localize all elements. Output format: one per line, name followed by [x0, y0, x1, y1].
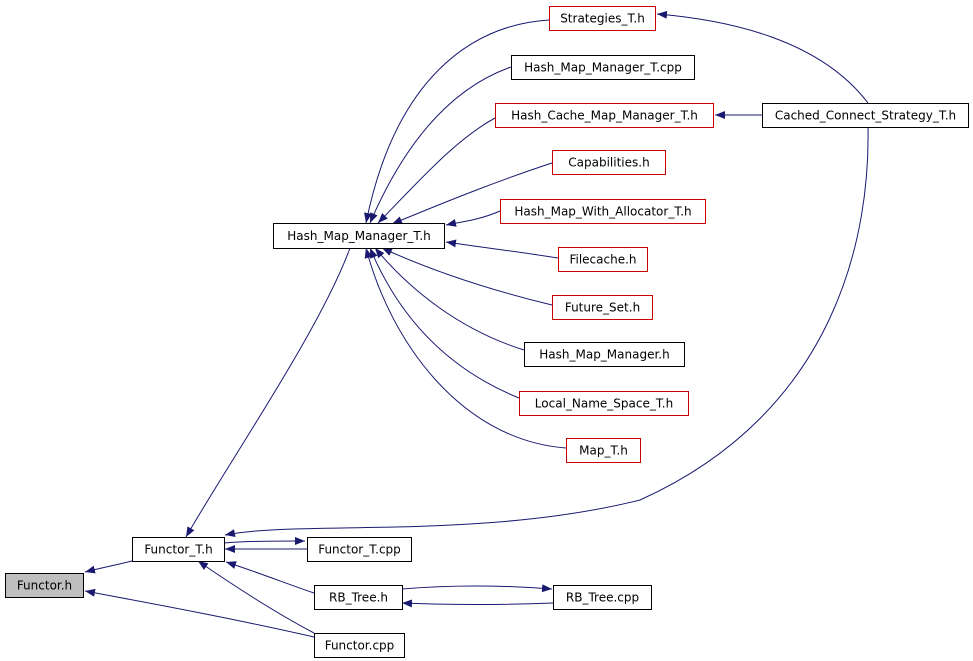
node-label: Future_Set.h [565, 301, 640, 315]
edge-rb_tree_cpp-to-rb_tree_h [401, 599, 554, 608]
node-box [307, 537, 412, 562]
node-hash_cache_map_manager_t_h[interactable]: Hash_Cache_Map_Manager_T.h [495, 103, 714, 128]
node-box [566, 438, 641, 463]
edge-hash_map_manager_h-to-hash_map_manager_t_h [374, 247, 525, 351]
edges-layer [84, 10, 869, 638]
node-label: Hash_Cache_Map_Manager_T.h [511, 109, 698, 123]
edge-future_set_h-to-hash_map_manager_t_h [381, 247, 553, 306]
node-box [519, 391, 689, 416]
node-filecache_h[interactable]: Filecache.h [558, 247, 648, 272]
node-label: Strategies_T.h [560, 12, 645, 26]
node-box [495, 103, 714, 128]
node-strategies_t_h[interactable]: Strategies_T.h [549, 6, 656, 31]
node-label: Capabilities.h [568, 156, 649, 170]
node-hash_map_with_allocator_t_h[interactable]: Hash_Map_With_Allocator_T.h [500, 199, 706, 224]
node-label: Functor.cpp [325, 639, 395, 653]
node-label: Cached_Connect_Strategy_T.h [775, 109, 956, 123]
node-box [762, 103, 969, 128]
edge-capabilities_h-to-hash_map_manager_t_h [391, 162, 553, 225]
edge-hash_cache_map_manager_t_h-to-hash_map_manager_t_h [377, 117, 496, 224]
node-label: Hash_Map_With_Allocator_T.h [514, 205, 691, 219]
edge-strategies_t_h-to-hash_map_manager_t_h [364, 19, 550, 224]
node-label: Hash_Map_Manager.h [539, 348, 669, 362]
node-functor_cpp[interactable]: Functor.cpp [314, 633, 405, 658]
edge-hash_map_with_allocator_t_h-to-hash_map_manager_t_h [445, 210, 501, 227]
node-box [314, 585, 403, 610]
node-box [552, 150, 666, 175]
edge-functor_cpp-to-functor_t_h [197, 560, 315, 634]
node-box [500, 199, 706, 224]
edge-rb_tree_h-to-rb_tree_cpp [401, 584, 553, 593]
node-box [558, 247, 648, 272]
edge-filecache_h-to-hash_map_manager_t_h [445, 239, 559, 259]
node-future_set_h[interactable]: Future_Set.h [552, 295, 653, 320]
node-box [132, 537, 225, 562]
node-box [552, 295, 653, 320]
edge-functor_t_h-to-functor_t_cpp [223, 537, 306, 546]
edge-rb_tree_h-to-functor_t_h [225, 561, 315, 594]
node-capabilities_h[interactable]: Capabilities.h [552, 150, 666, 175]
edge-hash_map_manager_t_h-to-functor_t_h [185, 247, 351, 538]
node-box [511, 55, 695, 80]
node-label: Functor_T.h [144, 543, 212, 557]
node-functor_t_h[interactable]: Functor_T.h [132, 537, 225, 562]
edge-functor_cpp-to-functor_h [84, 588, 315, 638]
node-rb_tree_h[interactable]: RB_Tree.h [314, 585, 403, 610]
edge-hash_map_manager_t_cpp-to-hash_map_manager_t_h [369, 66, 512, 224]
node-box [5, 573, 84, 598]
node-label: Functor.h [17, 579, 72, 593]
node-local_name_space_t_h[interactable]: Local_Name_Space_T.h [519, 391, 689, 416]
edge-map_t_h-to-hash_map_manager_t_h [364, 247, 567, 449]
node-label: Hash_Map_Manager_T.h [287, 229, 430, 243]
node-label: Hash_Map_Manager_T.cpp [524, 61, 682, 75]
node-box [549, 6, 656, 31]
edge-local_name_space_t_h-to-hash_map_manager_t_h [369, 247, 520, 399]
node-label: RB_Tree.h [329, 591, 388, 605]
node-functor_h: Functor.h [5, 573, 84, 598]
node-hash_map_manager_t_cpp[interactable]: Hash_Map_Manager_T.cpp [511, 55, 695, 80]
node-box [273, 223, 445, 249]
node-label: Filecache.h [569, 253, 636, 267]
node-box [553, 585, 652, 610]
edge-functor_t_h-to-functor_h [84, 560, 133, 574]
node-cached_connect_strategy_t_h[interactable]: Cached_Connect_Strategy_T.h [762, 103, 969, 128]
node-label: RB_Tree.cpp [566, 591, 639, 605]
node-box [314, 633, 405, 658]
node-hash_map_manager_t_h[interactable]: Hash_Map_Manager_T.h [273, 223, 445, 249]
node-functor_t_cpp[interactable]: Functor_T.cpp [307, 537, 412, 562]
node-label: Functor_T.cpp [318, 543, 401, 557]
edge-cached_connect_strategy_t_h-to-functor_t_h [224, 126, 869, 537]
node-label: Map_T.h [579, 444, 628, 458]
node-map_t_h[interactable]: Map_T.h [566, 438, 641, 463]
node-rb_tree_cpp[interactable]: RB_Tree.cpp [553, 585, 652, 610]
edge-cached_connect_strategy_t_h-to-strategies_t_h [656, 10, 869, 104]
node-box [524, 342, 685, 367]
node-hash_map_manager_h[interactable]: Hash_Map_Manager.h [524, 342, 685, 367]
node-label: Local_Name_Space_T.h [535, 397, 673, 411]
